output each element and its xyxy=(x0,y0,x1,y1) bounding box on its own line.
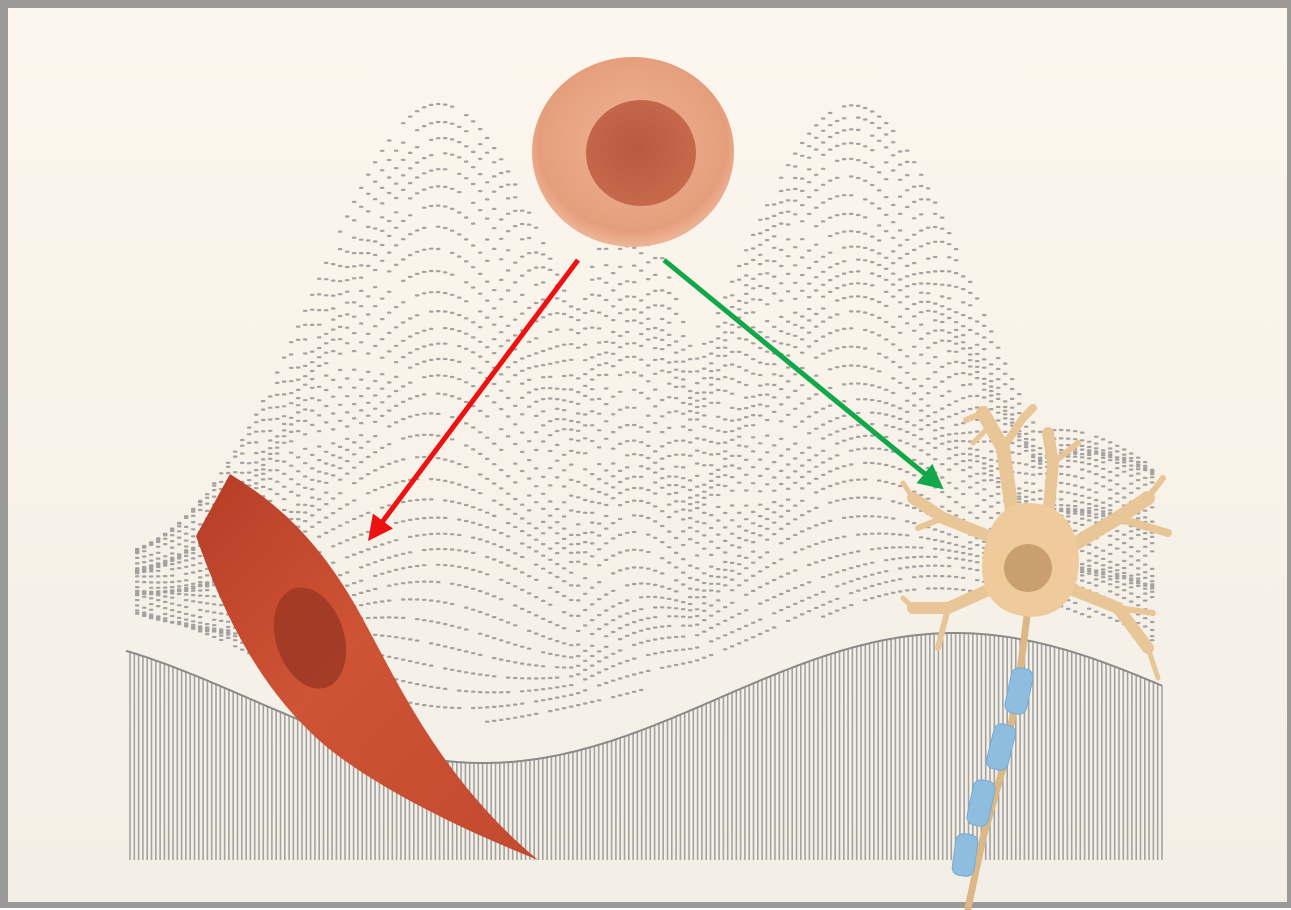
cell-differentiation-diagram xyxy=(8,8,1291,910)
muscle-fate-arrow xyxy=(374,260,578,533)
neuron-fate-arrow xyxy=(664,260,936,483)
stem-cell-icon xyxy=(532,57,734,247)
